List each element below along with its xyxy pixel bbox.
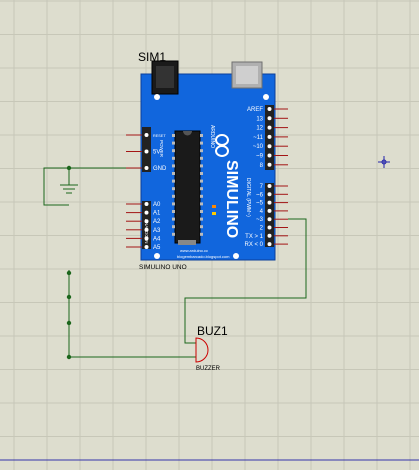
pin-rx-0[interactable]: RX < 0 (244, 242, 288, 248)
pin-label: RX < 0 (244, 242, 263, 248)
left-pin-group[interactable]: RESET 5V GND (126, 133, 167, 172)
pin-a2[interactable]: A2 (126, 219, 161, 225)
pin-2[interactable]: 2 (260, 225, 288, 232)
pin-label: ~6 (256, 192, 264, 198)
pin-label: 13 (256, 116, 263, 122)
digital-header-bottom (265, 183, 274, 247)
mounting-hole (233, 253, 239, 259)
arduino-logo-text: ARDUINO (209, 125, 215, 148)
blog-url-text: blogembarcado.blogspot.com (177, 254, 230, 259)
pin-label: A3 (153, 228, 161, 234)
pin-label: A1 (153, 211, 161, 217)
chip-pins-right (200, 134, 203, 236)
pin-7[interactable]: 7 (260, 184, 288, 190)
pin-reset[interactable]: RESET (126, 133, 166, 138)
pin-label: 12 (256, 126, 263, 132)
buzzer-ref-label: BUZ1 (197, 324, 228, 338)
analog-header (142, 201, 151, 249)
buzzer-component[interactable]: BUZ1 BUZZER (195, 324, 228, 372)
arduino-logo-icon (215, 134, 229, 157)
arduino-board[interactable] (140, 73, 276, 261)
pin-a1[interactable]: A1 (126, 210, 161, 217)
pin-label: 4 (260, 209, 264, 215)
buzzer-name-label: BUZZER (196, 366, 221, 372)
ground-symbol-icon[interactable] (60, 184, 78, 194)
pin-label: 5V (153, 150, 160, 156)
wire-junctions (66, 165, 72, 360)
pin-label: 7 (260, 184, 264, 190)
pin-label: ~11 (253, 135, 263, 141)
pin-label: 2 (260, 226, 264, 232)
pin-label: ~10 (253, 144, 264, 150)
pin-label: A2 (153, 219, 161, 225)
atmega-chip (174, 130, 201, 244)
digital-pin-group-bottom[interactable]: 7 ~6 ~5 4 ~3 2 TX > 1 RX < 0 (244, 184, 288, 248)
pin-5v[interactable]: 5V (126, 149, 160, 156)
crystal (178, 240, 196, 245)
pin-a4[interactable]: A4 (126, 236, 161, 242)
power-header-label: POWER (159, 140, 164, 158)
pin-12[interactable]: 12 (256, 125, 288, 132)
pin-aref[interactable]: AREF (247, 107, 288, 113)
pin-10[interactable]: ~10 (253, 144, 288, 150)
pin-label: A0 (153, 202, 161, 208)
pin-a3[interactable]: A3 (126, 227, 161, 234)
buzzer-body[interactable] (195, 337, 209, 363)
arduino-url-text: www.arduino.cc (180, 248, 208, 253)
chip-notch (183, 131, 192, 136)
wire-pin4-buzzer[interactable] (184, 218, 307, 344)
mounting-hole (154, 94, 160, 100)
pin-label: A5 (153, 245, 161, 251)
led-indicator (212, 212, 216, 215)
pin-label: GND (153, 166, 167, 172)
mounting-hole (154, 253, 160, 259)
pin-label: ~9 (256, 154, 264, 160)
pin-label: AREF (247, 107, 263, 113)
pin-4[interactable]: 4 (260, 208, 288, 215)
power-jack-inner (156, 66, 174, 88)
pin-tx-1[interactable]: TX > 1 (245, 233, 288, 240)
pin-label: ~5 (256, 201, 264, 207)
pin-label: 8 (260, 163, 264, 169)
chip-pins-left (172, 134, 175, 236)
crosshair-icon (378, 156, 390, 168)
usb-connector-inner (236, 66, 258, 84)
pin-5[interactable]: ~5 (256, 200, 288, 207)
analog-header-label: ANALOG IN (144, 219, 149, 244)
mounting-hole (263, 94, 269, 100)
simulino-brand-text: SIMULINO (223, 160, 240, 238)
wire-buzzer-ground[interactable] (68, 270, 196, 358)
wire-gnd-left[interactable] (43, 167, 126, 206)
led-indicator (212, 205, 216, 208)
pin-a0[interactable]: A0 (126, 202, 161, 208)
pin-gnd[interactable]: GND (126, 166, 167, 172)
pin-label: ~3 (256, 217, 264, 223)
pin-label: TX > 1 (245, 234, 264, 240)
pin-13[interactable]: 13 (256, 116, 288, 122)
pin-label: RESET (153, 134, 166, 138)
pin-label: A4 (153, 236, 161, 242)
pin-11[interactable]: ~11 (253, 134, 288, 141)
arduino-name-label: SIMULINO UNO (139, 264, 187, 271)
pin-a5[interactable]: A5 (126, 245, 161, 251)
pin-3[interactable]: ~3 (256, 217, 288, 223)
pin-9[interactable]: ~9 (256, 153, 288, 160)
digital-header-label: DIGITAL (PWM~) (245, 178, 251, 217)
digital-pin-group-top[interactable]: AREF 13 12 ~11 ~10 ~9 8 (247, 107, 288, 169)
pin-8[interactable]: 8 (260, 162, 288, 169)
pin-6[interactable]: ~6 (256, 192, 288, 198)
